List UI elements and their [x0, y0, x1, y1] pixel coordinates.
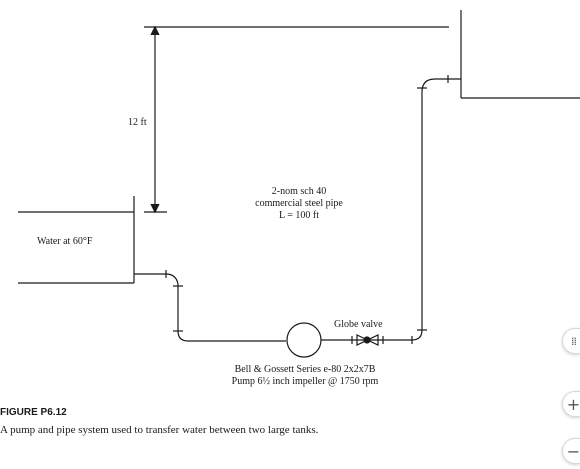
- pump-symbol: [286, 322, 322, 358]
- height-label: 12 ft: [128, 117, 147, 128]
- suction-elbow: [165, 273, 179, 285]
- zoom-out-button[interactable]: −: [562, 438, 580, 464]
- plus-icon: +: [566, 394, 580, 414]
- riser-elbow: [421, 78, 436, 93]
- zoom-in-button[interactable]: +: [562, 391, 580, 417]
- water-label: Water at 60°F: [37, 236, 93, 247]
- pump-spec-label: Bell & Gossett Series e-80 2x2x7B Pump 6…: [205, 364, 405, 388]
- dimension-arrow-bottom: [150, 203, 160, 214]
- suction-bottom-elbow: [177, 330, 189, 342]
- pump-spec-line-1: Bell & Gossett Series e-80 2x2x7B: [234, 364, 376, 375]
- move-tool-button[interactable]: ⁞⁞: [562, 328, 580, 354]
- globe-valve-body: [363, 336, 371, 344]
- figure-number: FIGURE P6.12: [0, 407, 67, 418]
- pipe-spec-line-3: L = 100 ft: [279, 210, 319, 221]
- globe-valve-symbol: [356, 334, 379, 346]
- move-icon: ⁞⁞: [571, 334, 577, 348]
- valve-label: Globe valve: [334, 319, 383, 330]
- pipe-spec-label: 2-nom sch 40 commercial steel pipe L = 1…: [234, 186, 364, 222]
- pipe-spec-line-2: commercial steel pipe: [255, 198, 343, 209]
- figure-caption: A pump and pipe system used to transfer …: [0, 424, 319, 436]
- minus-icon: −: [566, 441, 580, 461]
- pipe-spec-line-1: 2-nom sch 40: [271, 186, 327, 197]
- pump-spec-line-2: Pump 6½ inch impeller @ 1750 rpm: [231, 376, 379, 387]
- discharge-elbow: [411, 329, 423, 341]
- dimension-arrow-top: [150, 25, 160, 36]
